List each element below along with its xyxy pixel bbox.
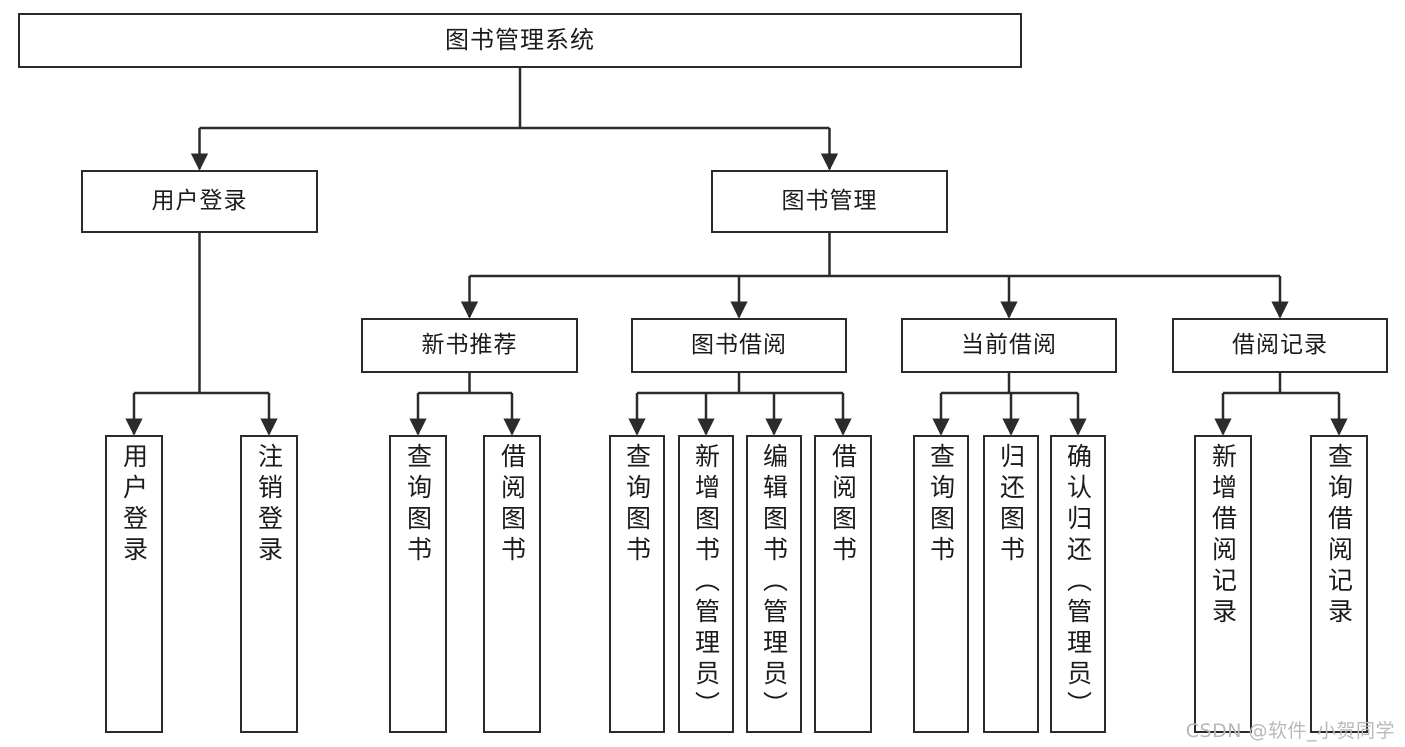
node-leaf-rec-query[interactable]: 查询图书 <box>389 435 447 733</box>
node-leaf-br-add[interactable]: 新增借阅记录 <box>1194 435 1252 733</box>
node-label: 查询图书 <box>622 443 652 567</box>
node-leaf-logout[interactable]: 注销登录 <box>240 435 298 733</box>
node-label: 确认归还（管理员） <box>1063 443 1093 722</box>
node-root[interactable]: 图书管理系统 <box>18 13 1022 68</box>
node-leaf-bb-query[interactable]: 查询图书 <box>609 435 665 733</box>
node-label: 借阅图书 <box>497 443 527 567</box>
node-label: 新增图书（管理员） <box>691 443 721 722</box>
node-leaf-cb-return[interactable]: 归还图书 <box>983 435 1039 733</box>
node-label: 用户登录 <box>119 443 149 567</box>
node-label: 编辑图书（管理员） <box>759 443 789 722</box>
node-label: 借阅记录 <box>1232 331 1328 358</box>
node-label: 当前借阅 <box>961 331 1057 358</box>
node-leaf-bb-borrow[interactable]: 借阅图书 <box>814 435 872 733</box>
node-label: 新增借阅记录 <box>1208 443 1238 629</box>
node-leaf-cb-confirm[interactable]: 确认归还（管理员） <box>1050 435 1106 733</box>
node-leaf-rec-borrow[interactable]: 借阅图书 <box>483 435 541 733</box>
node-label: 借阅图书 <box>828 443 858 567</box>
node-label: 查询图书 <box>403 443 433 567</box>
node-label: 图书管理系统 <box>445 26 595 55</box>
node-label: 归还图书 <box>996 443 1026 567</box>
node-label: 用户登录 <box>151 187 248 214</box>
node-label: 查询借阅记录 <box>1324 443 1354 629</box>
node-label: 查询图书 <box>926 443 956 567</box>
node-label: 图书借阅 <box>691 331 787 358</box>
node-book-borrow[interactable]: 图书借阅 <box>631 318 847 373</box>
node-leaf-cb-query[interactable]: 查询图书 <box>913 435 969 733</box>
node-label: 注销登录 <box>254 443 284 567</box>
node-new-book-rec[interactable]: 新书推荐 <box>361 318 578 373</box>
node-leaf-bb-add[interactable]: 新增图书（管理员） <box>678 435 734 733</box>
node-book-manage[interactable]: 图书管理 <box>711 170 948 233</box>
node-user-login[interactable]: 用户登录 <box>81 170 318 233</box>
node-leaf-br-query[interactable]: 查询借阅记录 <box>1310 435 1368 733</box>
node-current-borrow[interactable]: 当前借阅 <box>901 318 1117 373</box>
node-leaf-user-login[interactable]: 用户登录 <box>105 435 163 733</box>
node-borrow-record[interactable]: 借阅记录 <box>1172 318 1388 373</box>
node-label: 图书管理 <box>781 187 878 214</box>
node-leaf-bb-edit[interactable]: 编辑图书（管理员） <box>746 435 802 733</box>
node-label: 新书推荐 <box>421 331 518 358</box>
